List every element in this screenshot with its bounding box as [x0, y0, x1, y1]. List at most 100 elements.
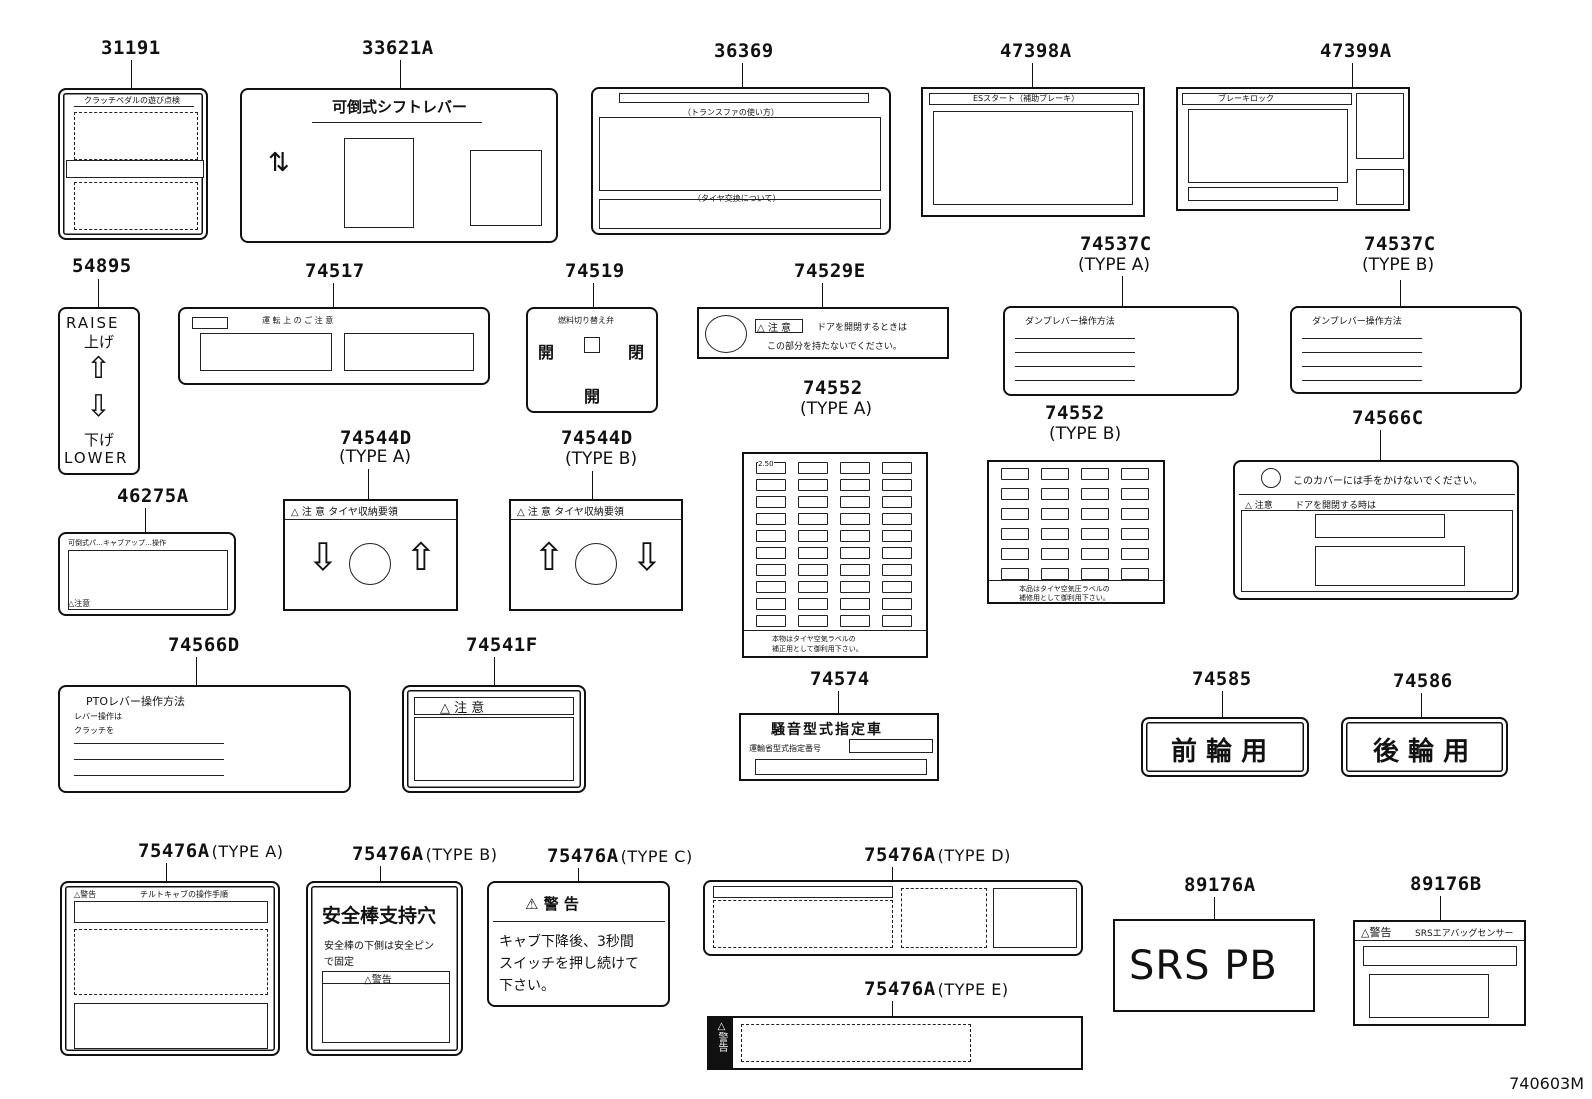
label-46275A: 可倒式パ…キャブアップ…操作 △注意: [58, 532, 236, 616]
label-74552-type-a: 2.50 本物はタイヤ空気ラベルの 補正用として御利用下さい。: [742, 452, 928, 658]
leader-line: [166, 863, 167, 881]
label-text: ブレーキロック: [1218, 94, 1274, 103]
tire-pressure-grid: [756, 462, 912, 627]
label-text: この部分を持たないでください。: [767, 342, 902, 352]
part-number-74552-b: 74552: [1045, 402, 1105, 424]
up-arrow-icon: ⇧: [405, 535, 437, 579]
label-text: （タイヤ交換について）: [693, 194, 781, 203]
label-33621A: 可倒式シフトレバー ⇅: [240, 88, 558, 243]
label-text: △注意: [68, 599, 91, 608]
leader-line: [742, 63, 743, 87]
label-text: 運輸省型式指定番号: [749, 744, 821, 753]
type-label: (TYPE B): [1049, 424, 1122, 444]
part-number: 75476A: [138, 840, 210, 862]
type-label: (TYPE C): [620, 847, 693, 866]
label-text: 本品はタイヤ空気圧ラベルの: [1019, 585, 1110, 593]
leader-line: [1122, 276, 1123, 306]
label-text: 補正用として御利用下さい。: [772, 645, 863, 653]
tire-pressure-grid: [1001, 468, 1149, 580]
shift-lever-icon: ⇅: [268, 148, 290, 178]
part-number-47399A: 47399A: [1320, 40, 1392, 62]
part-number-31191: 31191: [101, 37, 161, 59]
part-number-54895: 54895: [72, 255, 132, 277]
label-text: ドアを開閉するときは: [817, 323, 908, 333]
part-number-74544D-b: 74544D: [561, 427, 633, 449]
label-text: ダンプレバー操作方法: [1312, 317, 1402, 327]
down-arrow-icon: ⇩: [86, 389, 112, 424]
label-text: 可倒式シフトレバー: [332, 98, 468, 116]
down-arrow-icon: ⇩: [631, 535, 663, 579]
leader-line: [593, 283, 594, 307]
part-number-75476A-e: 75476A(TYPE E): [864, 978, 1009, 1000]
label-text: ドアを開閉する時は: [1295, 501, 1377, 511]
label-text: 燃料切り替え弁: [558, 316, 614, 325]
label-74544D-type-a: △ 注 意 タイヤ収納要領 ⇩ ⇧: [283, 499, 458, 611]
part-number-74552-a: 74552: [803, 377, 863, 399]
part-number-74529E: 74529E: [794, 260, 866, 282]
part-number-74537C-a: 74537C: [1080, 233, 1152, 255]
label-text: SRSエアバッグセンサー: [1415, 929, 1514, 939]
label-text: クラッチを: [74, 726, 114, 735]
label-text: 前 輪 用: [1171, 737, 1268, 767]
leader-line: [333, 283, 334, 307]
part-number-74586: 74586: [1393, 670, 1453, 692]
label-74537C-type-b: ダンプレバー操作方法: [1290, 306, 1522, 394]
label-text: キャブ下降後、3秒間: [499, 934, 634, 950]
label-74517: 運 転 上 の ご 注 意: [178, 307, 490, 385]
type-label: (TYPE A): [1078, 255, 1151, 275]
label-31191: クラッチペダルの遊び点検: [58, 88, 208, 240]
type-label: (TYPE A): [800, 399, 873, 419]
label-text: 開: [538, 343, 555, 362]
part-number-89176B: 89176B: [1410, 873, 1482, 895]
leader-line: [1400, 280, 1401, 306]
label-text: 運 転 上 の ご 注 意: [262, 316, 334, 325]
type-label: (TYPE A): [339, 447, 412, 467]
label-text: 後 輪 用: [1373, 737, 1470, 767]
leader-line: [1222, 691, 1223, 717]
type-label: (TYPE B): [425, 845, 498, 864]
label-74537C-type-a: ダンプレバー操作方法: [1003, 306, 1239, 396]
part-number-36369: 36369: [714, 40, 774, 62]
leader-line: [1032, 63, 1033, 87]
label-text: レバー操作は: [74, 712, 122, 721]
label-text: △警告: [364, 975, 392, 986]
leader-line: [400, 60, 401, 88]
label-text: 本物はタイヤ空気ラベルの: [772, 635, 856, 643]
part-number-46275A: 46275A: [117, 485, 189, 507]
leader-line: [822, 283, 823, 307]
part-number-74574: 74574: [810, 668, 870, 690]
part-number-74541F: 74541F: [466, 634, 538, 656]
label-text: △警告: [716, 1021, 727, 1052]
label-75476A-type-b: 安全棒支持穴 安全棒の下側は安全ピン で固定 △警告: [306, 881, 463, 1056]
label-text: ESスタート（補助ブレーキ）: [973, 94, 1080, 103]
part-number: 75476A: [352, 843, 424, 865]
label-text: △ 注 意 タイヤ収納要領: [291, 507, 398, 518]
label-text: スイッチを押し続けて: [499, 956, 639, 972]
leader-line: [892, 1001, 893, 1016]
leader-line: [838, 691, 839, 713]
label-74541F: △ 注 意: [402, 685, 586, 793]
part-number-74566D: 74566D: [168, 634, 240, 656]
label-text: 可倒式パ…キャブアップ…操作: [68, 539, 166, 547]
label-text: △ 注 意 タイヤ収納要領: [517, 507, 624, 518]
leader-line: [1421, 693, 1422, 717]
part-number-74566C: 74566C: [1352, 407, 1424, 429]
label-text: △ 注 意: [757, 323, 792, 334]
label-74552-type-b: 本品はタイヤ空気圧ラベルの 補修用として御利用下さい。: [987, 460, 1165, 604]
label-text: △警告: [1361, 926, 1392, 939]
part-number-75476A-b: 75476A(TYPE B): [352, 843, 498, 865]
type-label: (TYPE D): [937, 846, 1011, 865]
drawing-code: 740603M: [1509, 1074, 1584, 1093]
part-number-75476A-c: 75476A(TYPE C): [547, 845, 693, 867]
down-arrow-icon: ⇩: [307, 535, 339, 579]
part-number-74544D-a: 74544D: [340, 427, 412, 449]
leader-line: [145, 508, 146, 532]
label-74566D: PTOレバー操作方法 レバー操作は クラッチを: [58, 685, 351, 793]
part-number-74537C-b: 74537C: [1364, 233, 1436, 255]
leader-line: [380, 866, 381, 881]
type-label: (TYPE A): [211, 842, 284, 861]
up-arrow-icon: ⇧: [533, 535, 565, 579]
label-74519: 燃料切り替え弁 開 閉 開: [526, 307, 658, 413]
label-75476A-type-e: △警告: [707, 1016, 1083, 1070]
label-text: LOWER: [64, 449, 129, 467]
